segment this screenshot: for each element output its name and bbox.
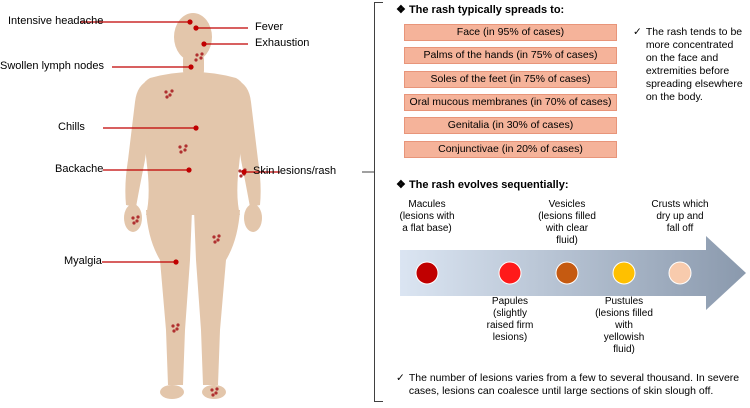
stage-label-vesicles: Vesicles (lesions filled with clear flui…	[538, 199, 596, 246]
symptom-myalgia: Myalgia	[64, 255, 102, 267]
spread-item: Conjunctivae (in 20% of cases)	[404, 141, 617, 158]
spread-item: Face (in 95% of cases)	[404, 24, 617, 41]
stage-dot-papules	[498, 261, 522, 285]
spread-item: Palms of the hands (in 75% of cases)	[404, 47, 617, 64]
check-icon: ✓	[396, 372, 405, 384]
stage-dot-crusts	[668, 261, 692, 285]
evolution-section-title: ❖ The rash evolves sequentially:	[396, 179, 569, 191]
symptom-swollen-lymph-nodes: Swollen lymph nodes	[0, 60, 104, 72]
lesion-cluster-shin	[171, 323, 180, 333]
stage-dot-pustules	[612, 261, 636, 285]
symptom-backache: Backache	[55, 163, 104, 175]
check-icon: ✓	[633, 26, 642, 38]
body-silhouette	[124, 13, 262, 399]
stage-dot-vesicles	[555, 261, 579, 285]
spread-note: ✓ The rash tends to be more concentrated…	[633, 26, 743, 103]
lesion-cluster-thigh	[212, 234, 221, 244]
section-bracket	[374, 2, 383, 402]
symptom-pointers	[80, 19, 280, 265]
stage-label-macules: Macules (lesions with a flat base)	[399, 199, 455, 234]
symptom-chills: Chills	[58, 121, 85, 133]
lesion-cluster-foot	[210, 387, 219, 397]
symptom-exhaustion: Exhaustion	[255, 37, 310, 49]
lesion-cluster-shoulder	[164, 89, 174, 99]
spread-item: Oral mucous membranes (in 70% of cases)	[404, 94, 617, 111]
symptom-skin-lesions-rash: Skin lesions/rash	[253, 165, 337, 177]
human-body-figure	[80, 13, 374, 399]
spread-item: Soles of the feet (in 75% of cases)	[404, 71, 617, 88]
stage-label-papules: Papules (slightly raised firm lesions)	[486, 296, 534, 343]
lesion-cluster-chest	[178, 144, 188, 154]
stage-label-pustules: Pustules (lesions filled with yellowish …	[595, 296, 653, 355]
stage-label-crusts: Crusts which dry up and fall off	[651, 199, 709, 234]
spread-item: Genitalia (in 30% of cases)	[404, 117, 617, 134]
spread-section-title: ❖ The rash typically spreads to:	[396, 4, 565, 16]
evolution-note: ✓ The number of lesions varies from a fe…	[396, 372, 740, 397]
lesion-cluster-face	[194, 52, 204, 62]
evolution-arrow	[400, 236, 746, 310]
symptom-intensive-headache: Intensive headache	[8, 15, 104, 27]
symptom-fever: Fever	[255, 21, 284, 33]
lesion-cluster-hand	[131, 215, 140, 225]
stage-dot-macules	[415, 261, 439, 285]
diamond-bullet-icon: ❖	[396, 179, 406, 191]
diamond-bullet-icon: ❖	[396, 4, 406, 16]
